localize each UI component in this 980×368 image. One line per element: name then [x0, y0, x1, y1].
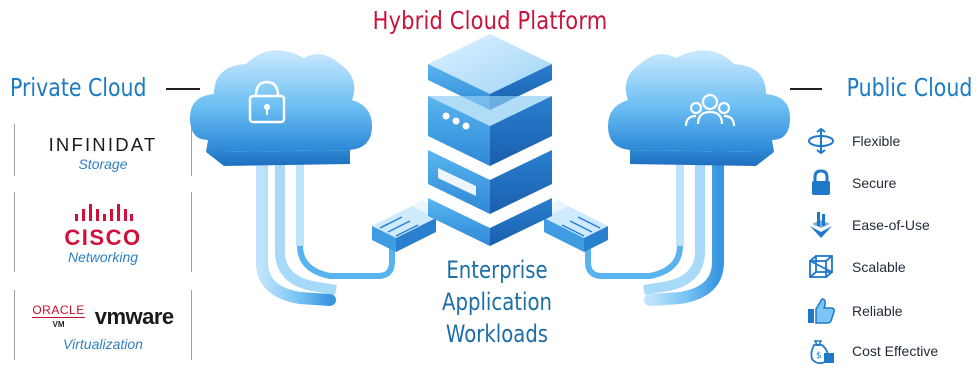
cube-icon: [804, 252, 838, 282]
private-cloud-title: Private Cloud: [10, 73, 147, 102]
benefit-label: Secure: [852, 175, 897, 191]
right-cloud: [608, 50, 790, 166]
left-connector-plug: [372, 200, 446, 252]
private-cloud-connector-line: [166, 88, 200, 90]
cisco-bars-icon: [75, 204, 133, 221]
benefit-label: Scalable: [852, 259, 906, 275]
thumbs-up-icon: [804, 296, 838, 326]
benefit-label: Ease-of-Use: [852, 217, 930, 233]
lock-icon: [804, 168, 838, 198]
vendor-cisco: CISCO Networking: [14, 192, 192, 272]
center-label-line: Application: [442, 288, 552, 316]
center-label-line: Workloads: [445, 320, 549, 348]
benefit-ease-of-use: Ease-of-Use: [804, 208, 930, 242]
benefit-label: Cost Effective: [852, 343, 939, 359]
vmware-logo: vmware: [94, 304, 174, 329]
public-cloud-title: Public Cloud: [846, 73, 972, 102]
benefit-label: Flexible: [852, 133, 901, 149]
server-stack: [428, 34, 552, 246]
vendor-category: Storage: [78, 156, 128, 172]
users-icon: [684, 93, 736, 127]
cisco-logo: CISCO: [64, 225, 142, 250]
benefit-flexible: Flexible: [804, 124, 900, 158]
vendor-category: Networking: [67, 249, 139, 265]
lock-icon: [248, 80, 286, 124]
center-label-line: Enterprise: [446, 256, 548, 284]
hands-icon: [804, 210, 838, 240]
vendor-infinidat: INFINIDAT Storage: [14, 124, 192, 176]
benefit-reliable: Reliable: [804, 294, 903, 328]
left-cloud: [190, 50, 372, 166]
public-cloud-connector-line: [790, 88, 822, 90]
svg-text:$: $: [816, 351, 822, 361]
server-status-dots: [442, 112, 470, 130]
benefit-scalable: Scalable: [804, 250, 906, 284]
benefit-secure: Secure: [804, 166, 896, 200]
center-label: Enterprise Application Workloads: [427, 254, 566, 350]
right-cloud-pillars: [585, 134, 724, 306]
infinidat-logo: INFINIDAT: [48, 134, 158, 155]
left-cloud-pillars: [256, 134, 395, 306]
vendor-category: Virtualization: [63, 336, 143, 352]
diagram-title: Hybrid Cloud Platform: [372, 6, 608, 35]
benefit-label: Reliable: [852, 303, 903, 319]
oracle-vm-logo: ORACLE VM: [32, 302, 85, 329]
flexible-icon: [804, 126, 838, 156]
benefit-cost-effective: $ Cost Effective: [804, 334, 938, 368]
vendor-oracle-vmware: ORACLE VM vmware Virtualization: [14, 290, 192, 360]
